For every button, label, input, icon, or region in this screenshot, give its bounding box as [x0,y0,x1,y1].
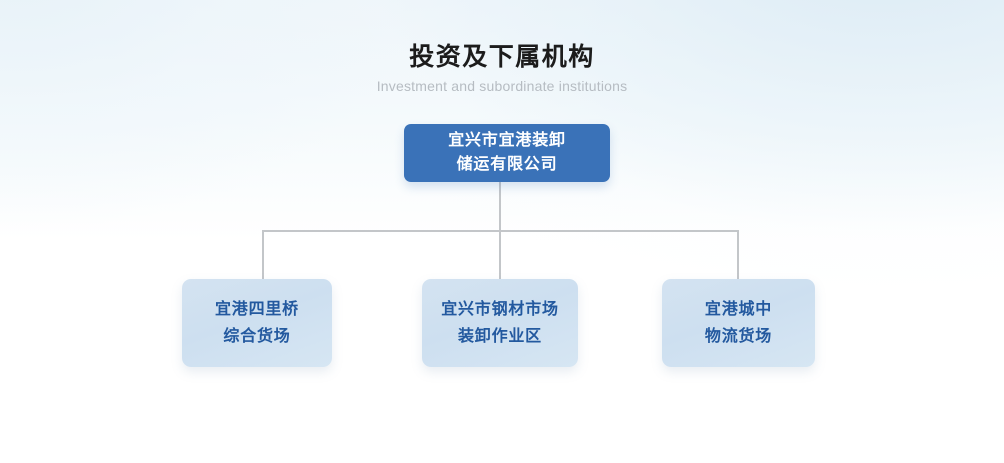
connector-child-3-vertical [737,230,739,280]
org-node-root-line-2: 储运有限公司 [456,156,558,173]
org-node-child-3-line-1: 宜港城中 [704,301,773,318]
connector-root-vertical [499,182,501,232]
page-title: 投资及下属机构 [409,43,595,71]
org-node-root[interactable]: 宜兴市宜港装卸 储运有限公司 [404,124,610,182]
org-node-child-3[interactable]: 宜港城中 物流货场 [662,279,815,367]
org-node-child-2[interactable]: 宜兴市钢材市场 装卸作业区 [422,279,578,367]
org-node-child-2-line-2: 装卸作业区 [457,328,542,345]
connector-child-1-vertical [262,230,264,280]
connector-horizontal-bus [262,230,739,232]
org-node-root-line-1: 宜兴市宜港装卸 [448,132,566,149]
connector-child-2-vertical [499,230,501,280]
org-node-child-3-line-2: 物流货场 [704,328,773,345]
page-heading: 投资及下属机构 Investment and subordinate insti… [0,42,1004,95]
page-subtitle: Investment and subordinate institutions [376,78,628,94]
org-node-child-1-line-2: 综合货场 [223,328,291,345]
org-node-child-1-line-1: 宜港四里桥 [214,301,299,318]
org-node-child-1[interactable]: 宜港四里桥 综合货场 [182,279,332,367]
org-node-child-2-line-1: 宜兴市钢材市场 [441,301,559,318]
